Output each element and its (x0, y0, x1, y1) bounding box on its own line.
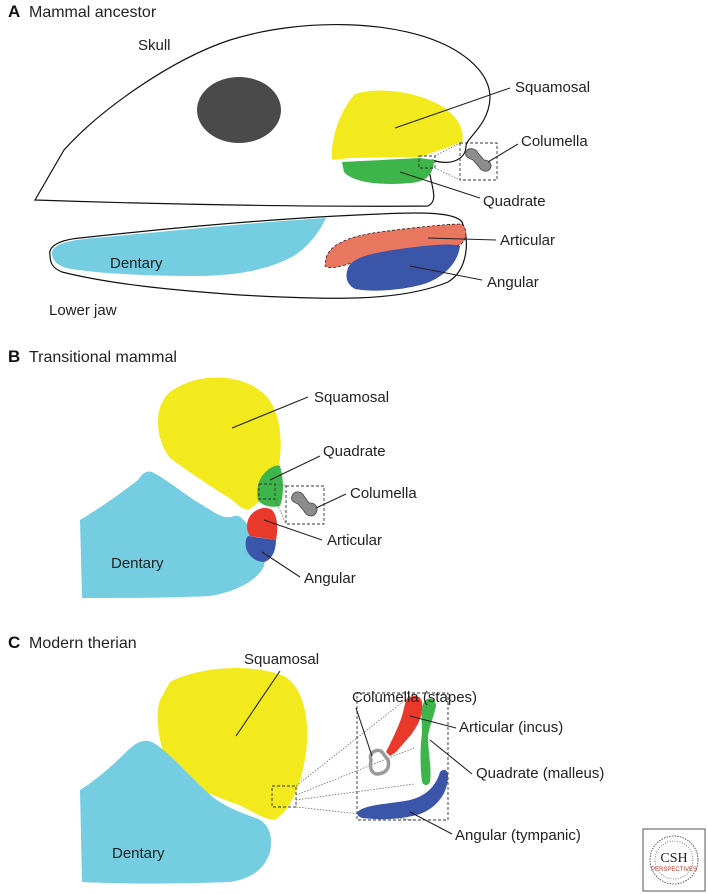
label-angular-b: Angular (304, 570, 356, 587)
zoom-line-c-top (295, 692, 415, 787)
csh-perspectives-logo: CSH PERSPECTIVES (642, 828, 706, 892)
panel-b-title: Transitional mammal (29, 349, 177, 366)
label-squamosal-a: Squamosal (515, 79, 590, 96)
logo-text: CSH (660, 851, 687, 866)
label-squamosal-b: Squamosal (314, 389, 389, 406)
leader-articular-a (427, 237, 497, 241)
angular-shape-a (346, 244, 460, 291)
inset-box-large-a (459, 142, 498, 181)
zoom-line-c-mid1 (295, 747, 415, 796)
leader-columella-b (315, 493, 347, 509)
leader-columella-c (355, 707, 373, 757)
leader-squamosal-b (231, 396, 309, 429)
leader-angular-c (409, 811, 453, 835)
label-articular-b: Articular (327, 532, 382, 549)
dentary-shape-c (80, 740, 272, 884)
orbit-shape (197, 77, 281, 143)
articular-shape-b (247, 508, 278, 540)
quadrate-shape-b (257, 465, 283, 507)
leader-squamosal-c (235, 670, 281, 737)
tympanic-shape-c (357, 769, 448, 820)
panel-b: B Transitional mammal Squamosal Quadrate… (8, 347, 417, 598)
label-squamosal-c: Squamosal (244, 651, 319, 668)
label-columella-c: Columella (stapes) (352, 689, 477, 706)
panel-c-title: Modern therian (29, 635, 137, 652)
inset-box-small-a (418, 155, 436, 169)
label-angular-a: Angular (487, 274, 539, 291)
dentary-shape-a (52, 218, 326, 276)
label-lower-jaw: Lower jaw (49, 302, 117, 319)
panel-a: A Mammal ancestor Skull Squamosal Colume… (8, 2, 590, 319)
logo-subtext: PERSPECTIVES (651, 867, 697, 873)
squamosal-shape-a (331, 90, 463, 160)
label-dentary-a: Dentary (110, 255, 163, 272)
zoom-line-a-bottom (434, 167, 461, 181)
leader-quadrate-c (429, 739, 473, 775)
inset-box-small-b (258, 483, 276, 500)
leader-columella-a (487, 143, 519, 163)
stapes-shape-c (368, 748, 391, 776)
panel-a-letter: A (8, 2, 20, 21)
columella-shape-b (290, 491, 318, 517)
label-articular-a: Articular (500, 232, 555, 249)
label-columella-a: Columella (521, 133, 588, 150)
panel-b-letter: B (8, 347, 20, 366)
zoom-line-b-top (274, 483, 287, 487)
leader-articular-c (409, 715, 457, 729)
label-quadrate-a: Quadrate (483, 193, 546, 210)
leader-squamosal-a (394, 87, 511, 129)
leader-quadrate-a (399, 171, 481, 199)
dentary-shape-b (80, 471, 265, 598)
squamosal-shape-b (157, 377, 281, 510)
label-quadrate-c: Quadrate (malleus) (476, 765, 604, 782)
angular-shape-b (245, 536, 276, 562)
label-angular-c: Angular (tympanic) (455, 827, 581, 844)
label-dentary-c: Dentary (112, 845, 165, 862)
label-skull: Skull (138, 37, 171, 54)
label-columella-b: Columella (350, 485, 417, 502)
inset-box-large-c (356, 692, 449, 821)
malleus-shape-c (420, 698, 436, 785)
panel-a-title: Mammal ancestor (29, 4, 157, 21)
inset-box-large-b (285, 485, 325, 525)
columella-shape-a (465, 148, 492, 172)
inset-box-small-c (271, 785, 297, 808)
leader-quadrate-b (269, 455, 321, 481)
leader-angular-a (409, 265, 483, 281)
quadrate-shape-a (342, 158, 434, 184)
incus-shape-c (386, 695, 423, 756)
label-dentary-b: Dentary (111, 555, 164, 572)
panel-c: C Modern therian Squamosal Columella (st… (8, 633, 604, 884)
leader-articular-b (263, 519, 323, 541)
leader-angular-b (261, 551, 301, 578)
label-articular-c: Articular (incus) (459, 719, 563, 736)
zoom-line-c-mid2 (295, 783, 415, 801)
label-quadrate-b: Quadrate (323, 443, 386, 460)
panel-c-letter: C (8, 633, 20, 652)
